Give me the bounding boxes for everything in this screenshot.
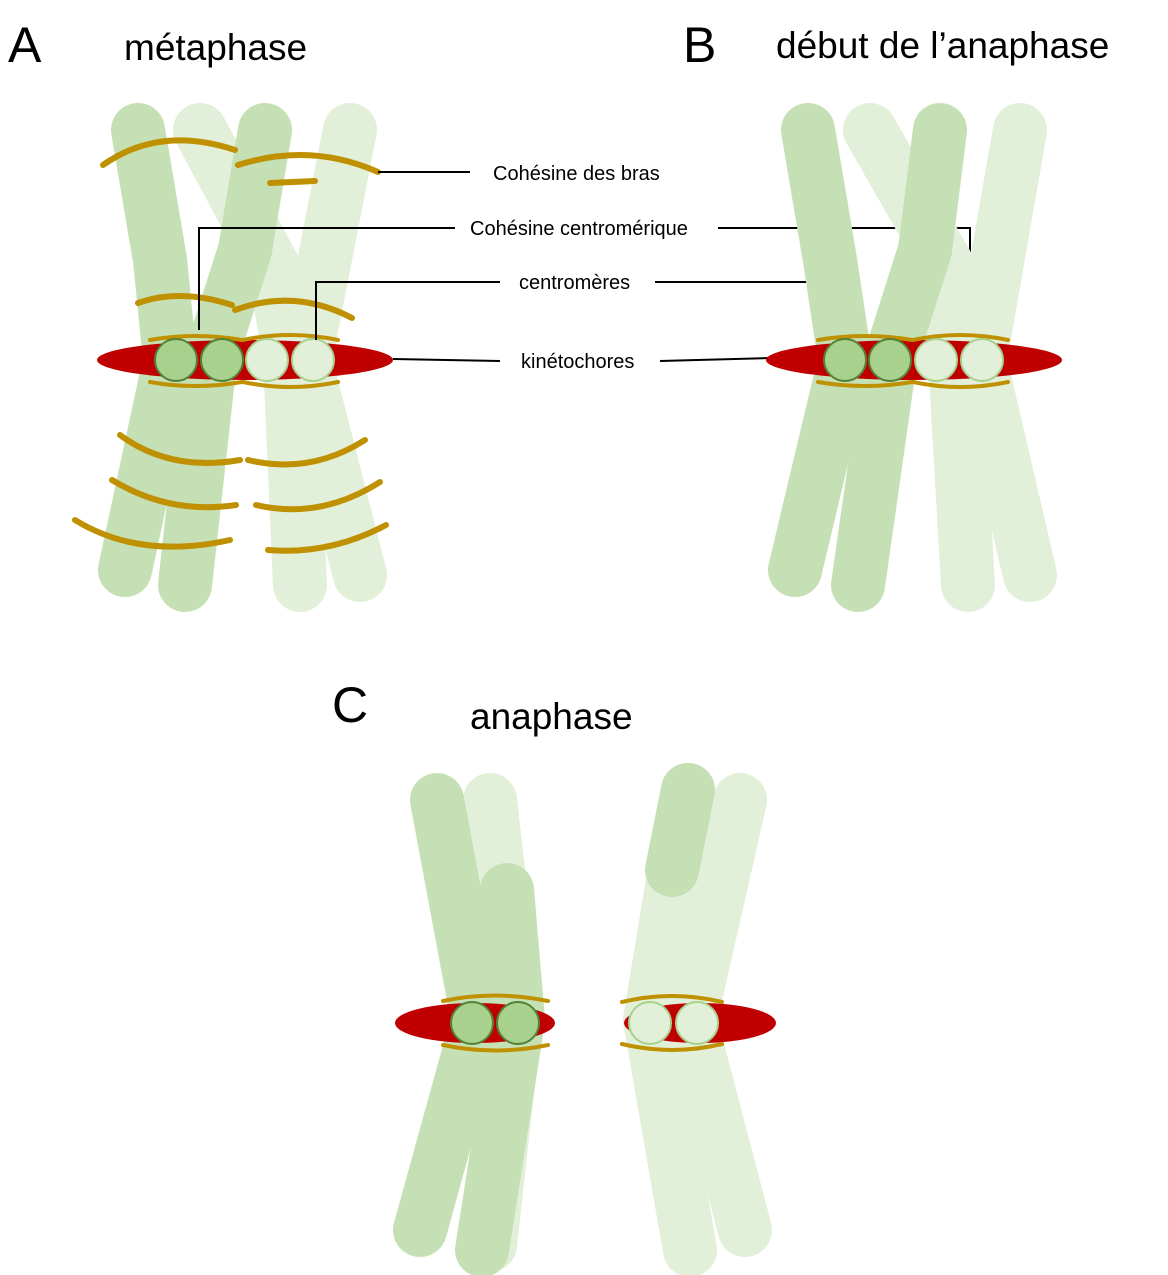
centromere-light <box>629 1002 671 1044</box>
panel-a: A métaphase <box>8 17 393 585</box>
panel-c-letter: C <box>332 677 368 733</box>
arm-cohesin-ring <box>270 181 315 183</box>
panel-c-left-chromosome <box>395 800 555 1250</box>
label-centromeric-cohesin: Cohésine centromérique <box>470 218 688 240</box>
centromere-light <box>961 339 1003 381</box>
centromere-dark <box>201 339 243 381</box>
leader-kinetochores-right <box>660 358 770 361</box>
panel-c: C anaphase <box>332 677 776 1250</box>
panel-b-title: début de l’anaphase <box>776 25 1109 66</box>
panel-a-title: métaphase <box>124 27 307 68</box>
panel-b-centromere-region <box>766 335 1062 387</box>
panel-c-right-chromosome <box>622 790 776 1250</box>
centromere-dark <box>824 339 866 381</box>
centromere-light <box>292 339 334 381</box>
centromere-light <box>915 339 957 381</box>
label-arm-cohesin: Cohésine des bras <box>493 163 660 185</box>
panel-c-title: anaphase <box>470 696 633 737</box>
leader-kinetochores-left <box>393 359 500 361</box>
centromere-dark <box>497 1002 539 1044</box>
panel-c-chromatid-2 <box>482 890 518 1250</box>
panel-a-letter: A <box>8 17 42 73</box>
panel-b-letter: B <box>683 17 716 73</box>
panel-c-chromatid-dark-top <box>672 790 688 870</box>
centromere-light <box>246 339 288 381</box>
centromere-dark <box>869 339 911 381</box>
centromere-dark <box>451 1002 493 1044</box>
label-centromeres: centromères <box>519 272 630 294</box>
centromere-dark <box>155 339 197 381</box>
centromere-light <box>676 1002 718 1044</box>
label-kinetochores: kinétochores <box>521 351 634 373</box>
panel-b: B début de l’anaphase <box>683 17 1109 585</box>
